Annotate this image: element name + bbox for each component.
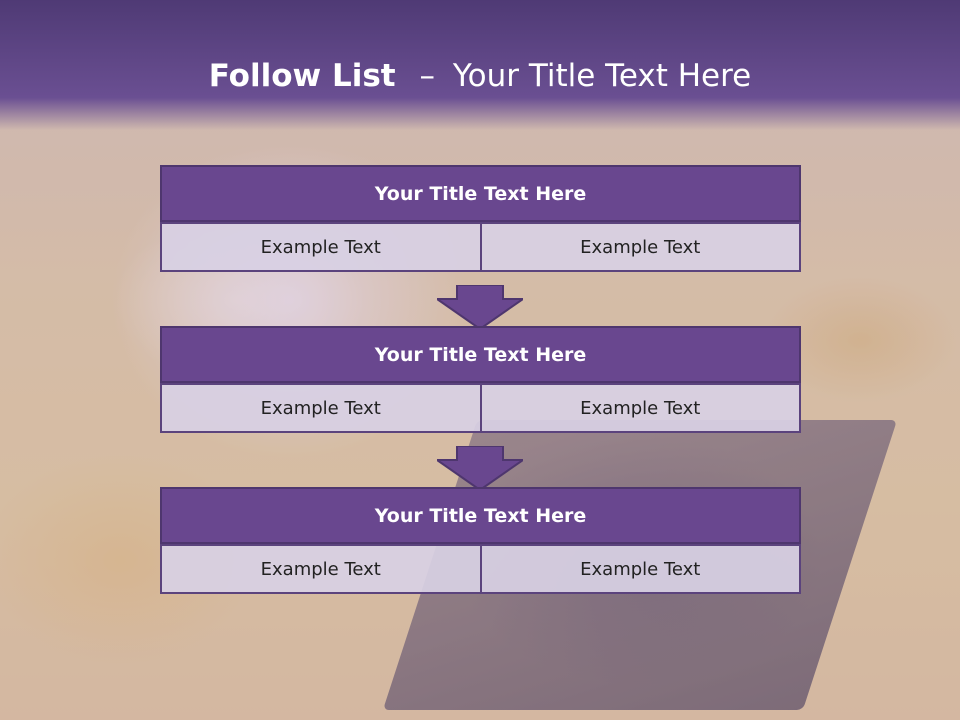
block-cell-left: Example Text — [160, 222, 482, 272]
block-cell-left: Example Text — [160, 383, 482, 433]
slide-title-rest: Your Title Text Here — [452, 58, 752, 94]
down-arrow-icon — [437, 285, 523, 329]
block-cell-right: Example Text — [481, 222, 801, 272]
slide-title: Follow List – Your Title Text Here — [0, 58, 960, 94]
down-arrow-icon — [437, 446, 523, 490]
slide-title-bold: Follow List — [208, 58, 396, 94]
list-block-3: Your Title Text Here Example Text Exampl… — [160, 487, 801, 594]
block-title: Your Title Text Here — [160, 165, 801, 222]
block-row: Example Text Example Text — [160, 544, 801, 594]
block-title: Your Title Text Here — [160, 487, 801, 544]
list-block-2: Your Title Text Here Example Text Exampl… — [160, 326, 801, 433]
list-block-1: Your Title Text Here Example Text Exampl… — [160, 165, 801, 272]
block-cell-right: Example Text — [481, 544, 801, 594]
slide-title-dash: – — [419, 58, 435, 94]
block-cell-left: Example Text — [160, 544, 482, 594]
block-row: Example Text Example Text — [160, 222, 801, 272]
block-title: Your Title Text Here — [160, 326, 801, 383]
header-bar — [0, 0, 960, 130]
block-cell-right: Example Text — [481, 383, 801, 433]
block-row: Example Text Example Text — [160, 383, 801, 433]
